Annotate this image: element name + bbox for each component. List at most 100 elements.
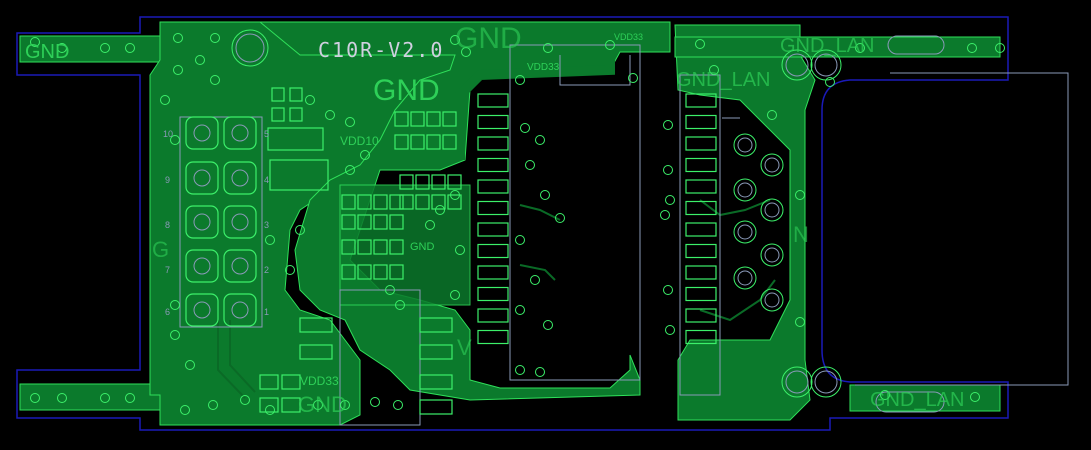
via bbox=[535, 367, 545, 377]
net-label-vdd10: VDD10 bbox=[340, 134, 379, 148]
header-hole bbox=[231, 257, 249, 275]
via bbox=[605, 40, 615, 50]
via bbox=[295, 225, 305, 235]
via bbox=[660, 210, 670, 220]
via bbox=[665, 325, 675, 335]
pin-label: 7 bbox=[165, 265, 170, 275]
header-pin-labels: 10 9 8 7 6 5 4 3 2 1 bbox=[163, 129, 269, 317]
via bbox=[265, 235, 275, 245]
smd-pad bbox=[394, 134, 409, 150]
smd-pad bbox=[389, 239, 404, 255]
via bbox=[285, 265, 295, 275]
net-label-vdd33-top: VDD33 bbox=[527, 62, 560, 73]
ic-pad bbox=[477, 93, 509, 108]
smd-pad bbox=[442, 134, 457, 150]
smd-pad bbox=[373, 194, 388, 210]
net-label-gnd-lan-bottom: GND_LAN bbox=[870, 389, 964, 411]
via bbox=[880, 390, 890, 400]
via bbox=[435, 205, 445, 215]
via bbox=[100, 393, 110, 403]
via bbox=[30, 393, 40, 403]
via bbox=[555, 213, 565, 223]
via bbox=[767, 110, 777, 120]
board-outline bbox=[16, 16, 1009, 431]
smd-pad bbox=[259, 397, 279, 413]
via bbox=[345, 117, 355, 127]
via bbox=[450, 35, 460, 45]
via bbox=[100, 43, 110, 53]
connector-pad bbox=[760, 198, 784, 222]
ic-pad bbox=[477, 157, 509, 173]
pin-label: 10 bbox=[163, 129, 173, 139]
via bbox=[970, 392, 980, 402]
smd-pad bbox=[426, 134, 441, 150]
smd-pad bbox=[373, 264, 388, 280]
pin-label: 1 bbox=[264, 307, 269, 317]
via bbox=[967, 43, 977, 53]
connector-pad bbox=[733, 178, 757, 202]
ic-pad bbox=[477, 222, 509, 237]
smd-pad bbox=[410, 111, 425, 127]
via bbox=[385, 285, 395, 295]
header-hole bbox=[231, 213, 249, 231]
mounting-hole bbox=[810, 366, 842, 398]
ic-pad bbox=[477, 265, 509, 280]
ic-pad bbox=[685, 179, 717, 194]
smd-pad bbox=[289, 87, 303, 102]
smd-pad bbox=[389, 194, 404, 210]
smd-pad bbox=[419, 344, 453, 360]
connector-hole bbox=[737, 270, 753, 286]
ic-pad bbox=[477, 179, 509, 194]
via bbox=[515, 235, 525, 245]
connector-pad bbox=[733, 266, 757, 290]
smd-pad bbox=[373, 239, 388, 255]
copper-pour bbox=[19, 21, 1001, 426]
via bbox=[208, 400, 218, 410]
via bbox=[340, 400, 350, 410]
via bbox=[515, 75, 525, 85]
connector-pad bbox=[760, 243, 784, 267]
ic-pad bbox=[685, 136, 717, 151]
header-hole bbox=[193, 169, 211, 187]
pin-label: 9 bbox=[165, 175, 170, 185]
smd-pad bbox=[389, 264, 404, 280]
connector-pad bbox=[733, 220, 757, 244]
via bbox=[57, 393, 67, 403]
ic-pad bbox=[477, 286, 509, 302]
via bbox=[170, 300, 180, 310]
slot-hole bbox=[875, 391, 945, 413]
ic-pad bbox=[685, 308, 717, 323]
header-hole bbox=[193, 301, 211, 319]
via bbox=[185, 360, 195, 370]
smd-pad bbox=[267, 127, 324, 151]
via bbox=[855, 43, 865, 53]
mounting-hole-drill bbox=[785, 370, 809, 394]
connector-pad bbox=[733, 133, 757, 157]
ic-pad bbox=[685, 114, 717, 130]
smd-pad bbox=[357, 239, 372, 255]
mounting-hole bbox=[781, 49, 813, 81]
smd-pad bbox=[399, 194, 414, 210]
smd-pad bbox=[271, 107, 285, 122]
ic-pad bbox=[685, 157, 717, 173]
header-hole bbox=[231, 301, 249, 319]
smd-pad bbox=[399, 174, 414, 190]
ic-pad bbox=[685, 93, 717, 108]
net-label-gnd-left: GND bbox=[25, 41, 69, 63]
via bbox=[173, 65, 183, 75]
via bbox=[345, 165, 355, 175]
net-label-vdd33-chip: VDD33 bbox=[614, 32, 643, 42]
header-hole bbox=[193, 213, 211, 231]
mounting-hole bbox=[781, 366, 813, 398]
ic-pad bbox=[685, 286, 717, 302]
via bbox=[543, 320, 553, 330]
connector-pad bbox=[760, 288, 784, 312]
pin-label: 6 bbox=[165, 307, 170, 317]
ic-pad bbox=[477, 308, 509, 323]
via bbox=[240, 395, 250, 405]
via bbox=[663, 285, 673, 295]
via bbox=[530, 275, 540, 285]
header-pad bbox=[223, 116, 257, 150]
smd-pad bbox=[341, 214, 356, 230]
